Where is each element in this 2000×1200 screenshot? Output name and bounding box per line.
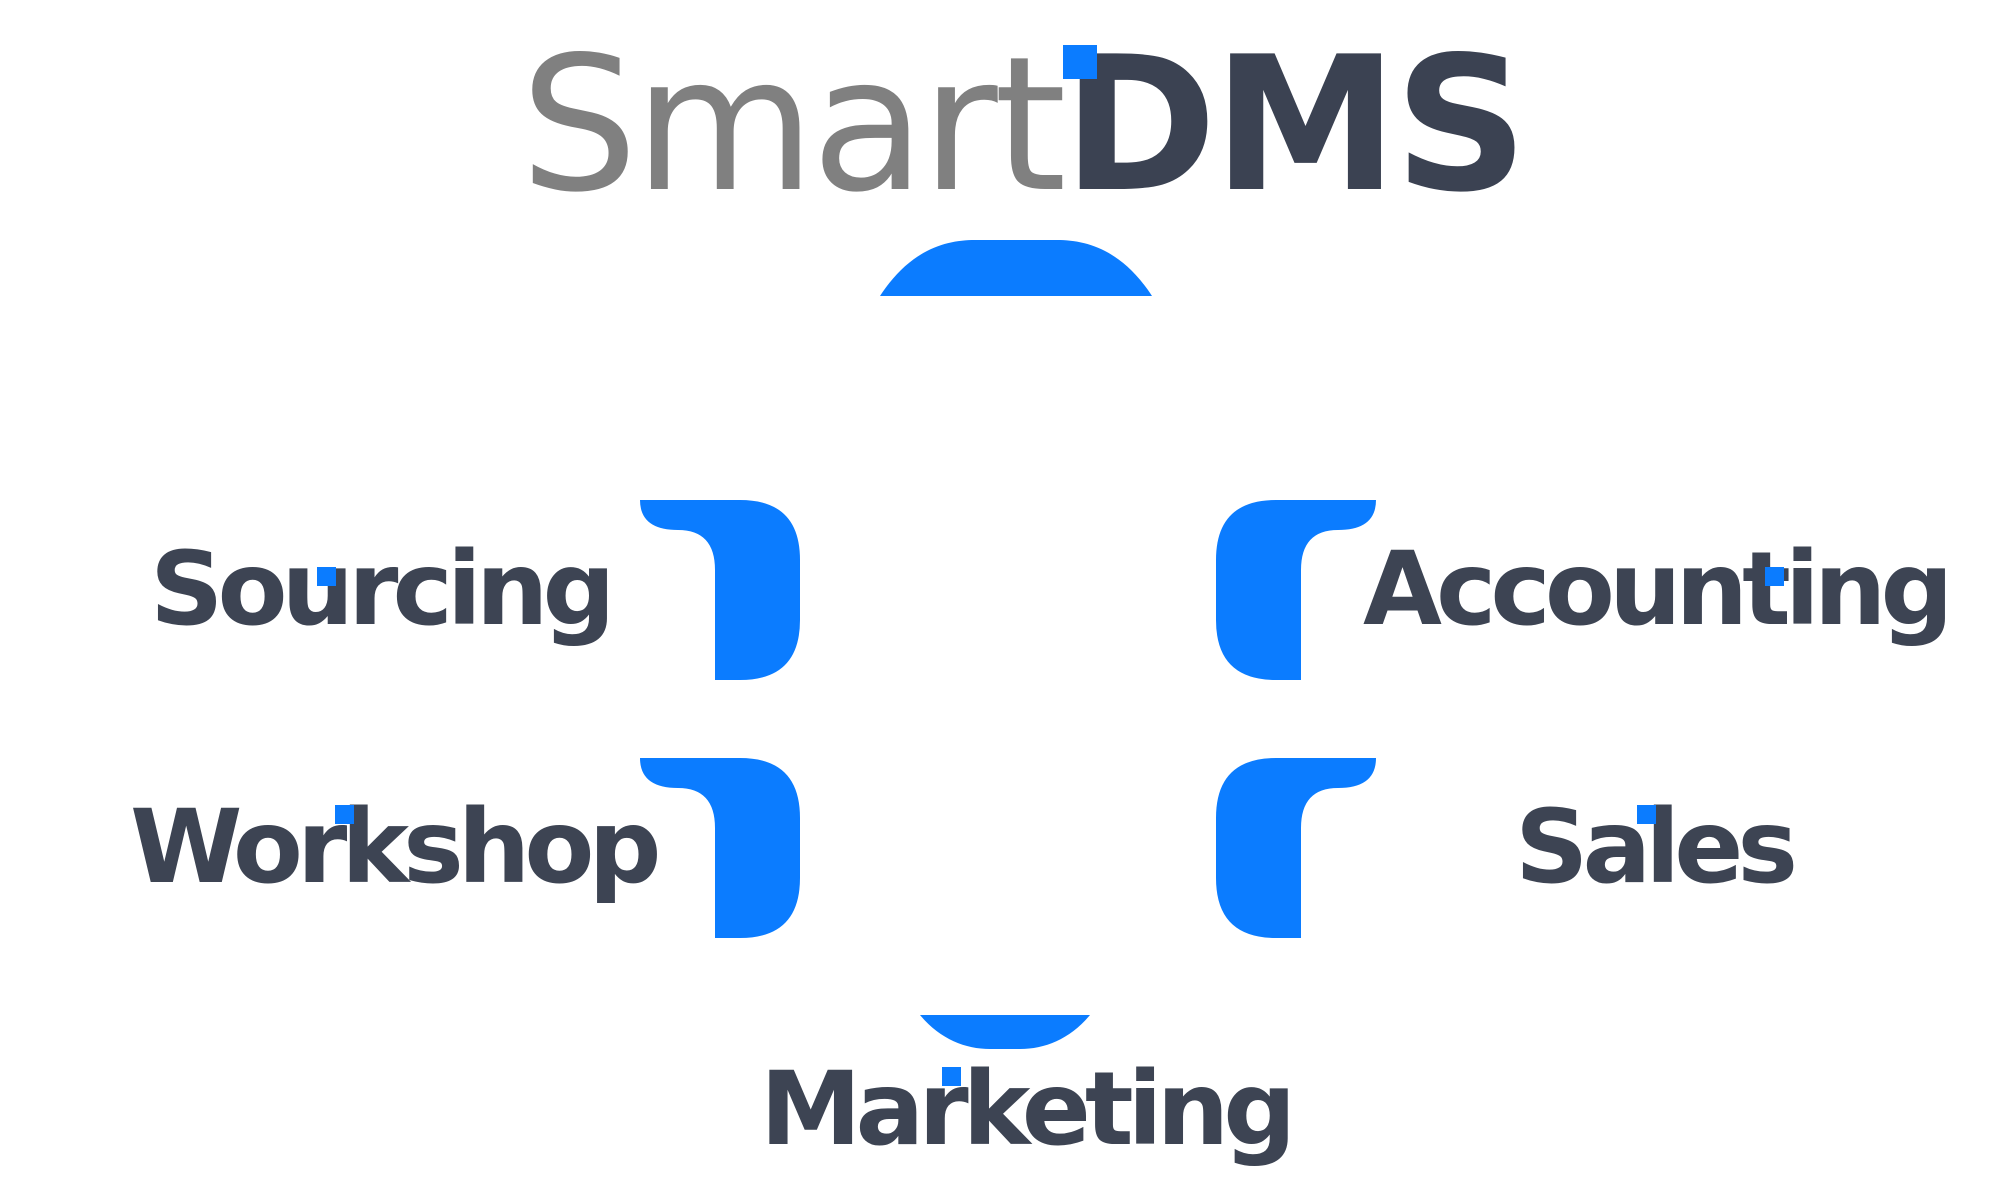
module-workshop-label: Workshop xyxy=(130,788,662,907)
module-marketing: Marketing xyxy=(760,1055,1296,1165)
top-connector xyxy=(880,240,1152,296)
module-marketing-label: Marketing xyxy=(760,1050,1296,1169)
title-dms-text: DMS xyxy=(1062,16,1528,233)
sourcing-connector xyxy=(640,500,800,680)
module-sourcing: Sourcing xyxy=(150,535,616,645)
workshop-connector xyxy=(640,758,800,938)
module-sales: Sales xyxy=(1515,793,1798,903)
module-sales-label: Sales xyxy=(1515,788,1798,907)
module-accounting-label: Accounting xyxy=(1363,530,1954,649)
module-sourcing-accent xyxy=(317,567,336,586)
title-dms: DMS xyxy=(1062,16,1528,233)
module-sales-accent xyxy=(1637,805,1656,824)
sales-connector xyxy=(1216,758,1376,938)
module-accounting: Accounting xyxy=(1363,535,1954,645)
module-accounting-accent xyxy=(1765,567,1784,586)
title-smart: Smart xyxy=(520,16,1067,233)
module-marketing-accent xyxy=(942,1067,961,1086)
bottom-connector xyxy=(920,1015,1090,1049)
module-workshop: Workshop xyxy=(130,793,662,903)
module-sourcing-label: Sourcing xyxy=(150,530,616,649)
accounting-connector xyxy=(1216,500,1376,680)
module-workshop-accent xyxy=(335,805,354,824)
title-accent-mark xyxy=(1062,45,1097,79)
